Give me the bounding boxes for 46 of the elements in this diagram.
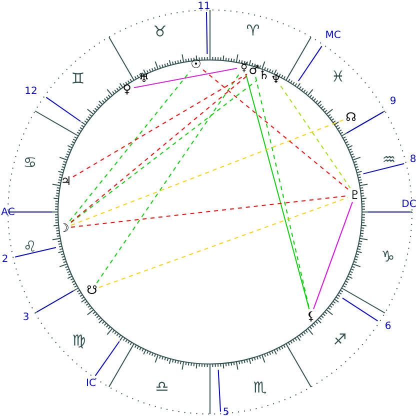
- zodiac-sign-symbol: ♐: [333, 332, 347, 348]
- zodiac-sign-symbol: ♎: [155, 380, 169, 394]
- zodiac-sign-symbol: ♒: [382, 152, 396, 168]
- aspect-line: [245, 74, 310, 310]
- aspect-line: [134, 68, 238, 88]
- venus-symbol: ♀: [120, 82, 134, 96]
- aspect-line: [70, 195, 348, 228]
- aspect-line: [280, 86, 351, 188]
- aspect-line: [96, 74, 240, 284]
- south-node-symbol: ☋: [85, 283, 99, 297]
- zodiac-sign-symbol: ♍: [72, 334, 86, 348]
- lilith-symbol: ⚸: [304, 309, 318, 323]
- aspect-line: [70, 119, 344, 226]
- zodiac-sign-symbol: ♑: [381, 250, 395, 264]
- house-label: AC: [1, 208, 15, 218]
- house-label: 2: [2, 255, 8, 265]
- zodiac-sign-symbol: ♓: [331, 70, 345, 84]
- house-label: 8: [410, 155, 416, 165]
- zodiac-sign-symbol: ♊: [71, 72, 85, 86]
- aspect-line: [202, 69, 348, 190]
- house-label: 11: [198, 2, 210, 12]
- house-label: 9: [390, 97, 396, 107]
- zodiac-sign-symbol: ♋: [23, 156, 37, 170]
- zodiac-sign-symbol: ♏: [253, 380, 267, 396]
- zodiac-sign-symbol: ♌: [23, 240, 37, 254]
- uranus-symbol: ♅: [137, 71, 151, 85]
- house-label: 12: [24, 87, 38, 97]
- pluto-symbol: ♇: [348, 188, 362, 202]
- aspect-line: [98, 197, 348, 288]
- aspect-line: [313, 202, 353, 310]
- aspect-line: [72, 74, 248, 178]
- house-label: MC: [325, 31, 341, 41]
- zodiac-sign-symbol: ♉: [153, 24, 167, 40]
- house-label: DC: [402, 200, 416, 210]
- aspect-line: [69, 70, 191, 222]
- neptune-symbol: ♆: [269, 72, 283, 86]
- sun-symbol: ☉: [189, 57, 203, 71]
- house-label: 5: [222, 408, 230, 418]
- house-label: 6: [384, 322, 392, 332]
- zodiac-sign-symbol: ♈: [246, 24, 260, 38]
- aspect-line: [255, 76, 310, 310]
- moon-symbol: ☽: [57, 221, 71, 235]
- house-label: 3: [22, 313, 30, 323]
- house-label: IC: [86, 379, 96, 389]
- north-node-symbol: ☊: [344, 110, 358, 124]
- jupiter-symbol: ♃: [59, 174, 73, 188]
